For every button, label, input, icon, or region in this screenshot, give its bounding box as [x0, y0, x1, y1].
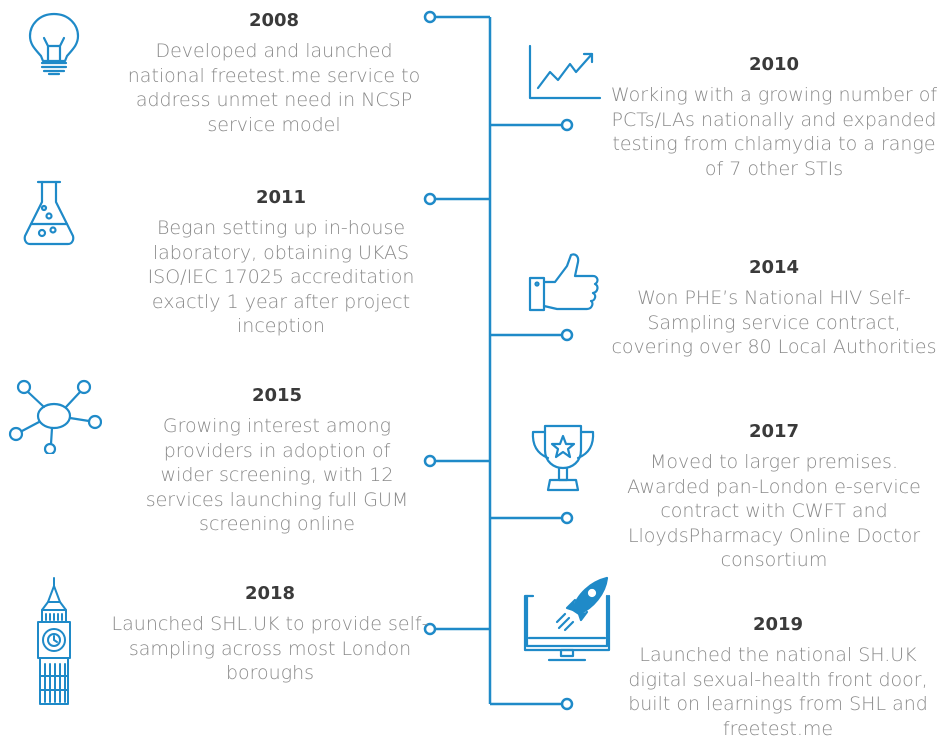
event-2017: 2017 Moved to larger premises. Awarded p… — [608, 420, 940, 573]
event-description: Began setting up in-house laboratory, ob… — [147, 217, 415, 337]
milestone-dot-2017 — [560, 511, 574, 525]
event-2008: 2008 Developed and launched national fre… — [124, 9, 424, 137]
milestone-dot-2011 — [423, 192, 437, 206]
rocket-monitor-icon — [521, 568, 613, 668]
event-year: 2018 — [244, 583, 296, 604]
lightbulb-icon — [24, 10, 84, 78]
milestone-dot-2010 — [560, 118, 574, 132]
trophy-icon — [528, 422, 598, 498]
event-year: 2011 — [255, 187, 307, 208]
thumbs-up-icon — [527, 252, 607, 318]
milestone-dot-2019 — [560, 697, 574, 711]
milestone-dot-2008 — [423, 10, 437, 24]
event-2014: 2014 Won PHE’s National HIV Self-Samplin… — [606, 256, 942, 360]
event-description: Growing interest among providers in adop… — [145, 415, 409, 535]
event-2019: 2019 Launched the national SH.UK digital… — [614, 613, 942, 741]
event-description: Won PHE’s National HIV Self-Sampling ser… — [611, 287, 937, 358]
network-icon — [6, 378, 102, 454]
lab-flask-icon — [20, 178, 78, 248]
milestone-dot-2014 — [560, 328, 574, 342]
event-description: Launched the national SH.UK digital sexu… — [628, 644, 928, 740]
event-description: Developed and launched national freetest… — [127, 40, 421, 136]
event-year: 2017 — [748, 421, 800, 442]
event-year: 2019 — [752, 614, 804, 635]
event-year: 2014 — [748, 257, 800, 278]
big-ben-icon — [26, 576, 82, 706]
event-year: 2008 — [248, 10, 300, 31]
milestone-dot-2015 — [423, 454, 437, 468]
event-description: Working with a growing number of PCTs/LA… — [610, 84, 938, 180]
event-year: 2015 — [251, 385, 303, 406]
event-2015: 2015 Growing interest among providers in… — [138, 384, 416, 537]
event-2010: 2010 Working with a growing number of PC… — [606, 53, 942, 181]
event-2011: 2011 Began setting up in-house laborator… — [130, 186, 432, 339]
event-description: Launched SHL.UK to provide self-sampling… — [111, 613, 429, 684]
event-year: 2010 — [748, 54, 800, 75]
event-2018: 2018 Launched SHL.UK to provide self-sam… — [110, 582, 430, 686]
chart-growth-icon — [526, 42, 604, 102]
event-description: Moved to larger premises. Awarded pan-Lo… — [627, 451, 921, 571]
milestone-dot-2018 — [423, 622, 437, 636]
